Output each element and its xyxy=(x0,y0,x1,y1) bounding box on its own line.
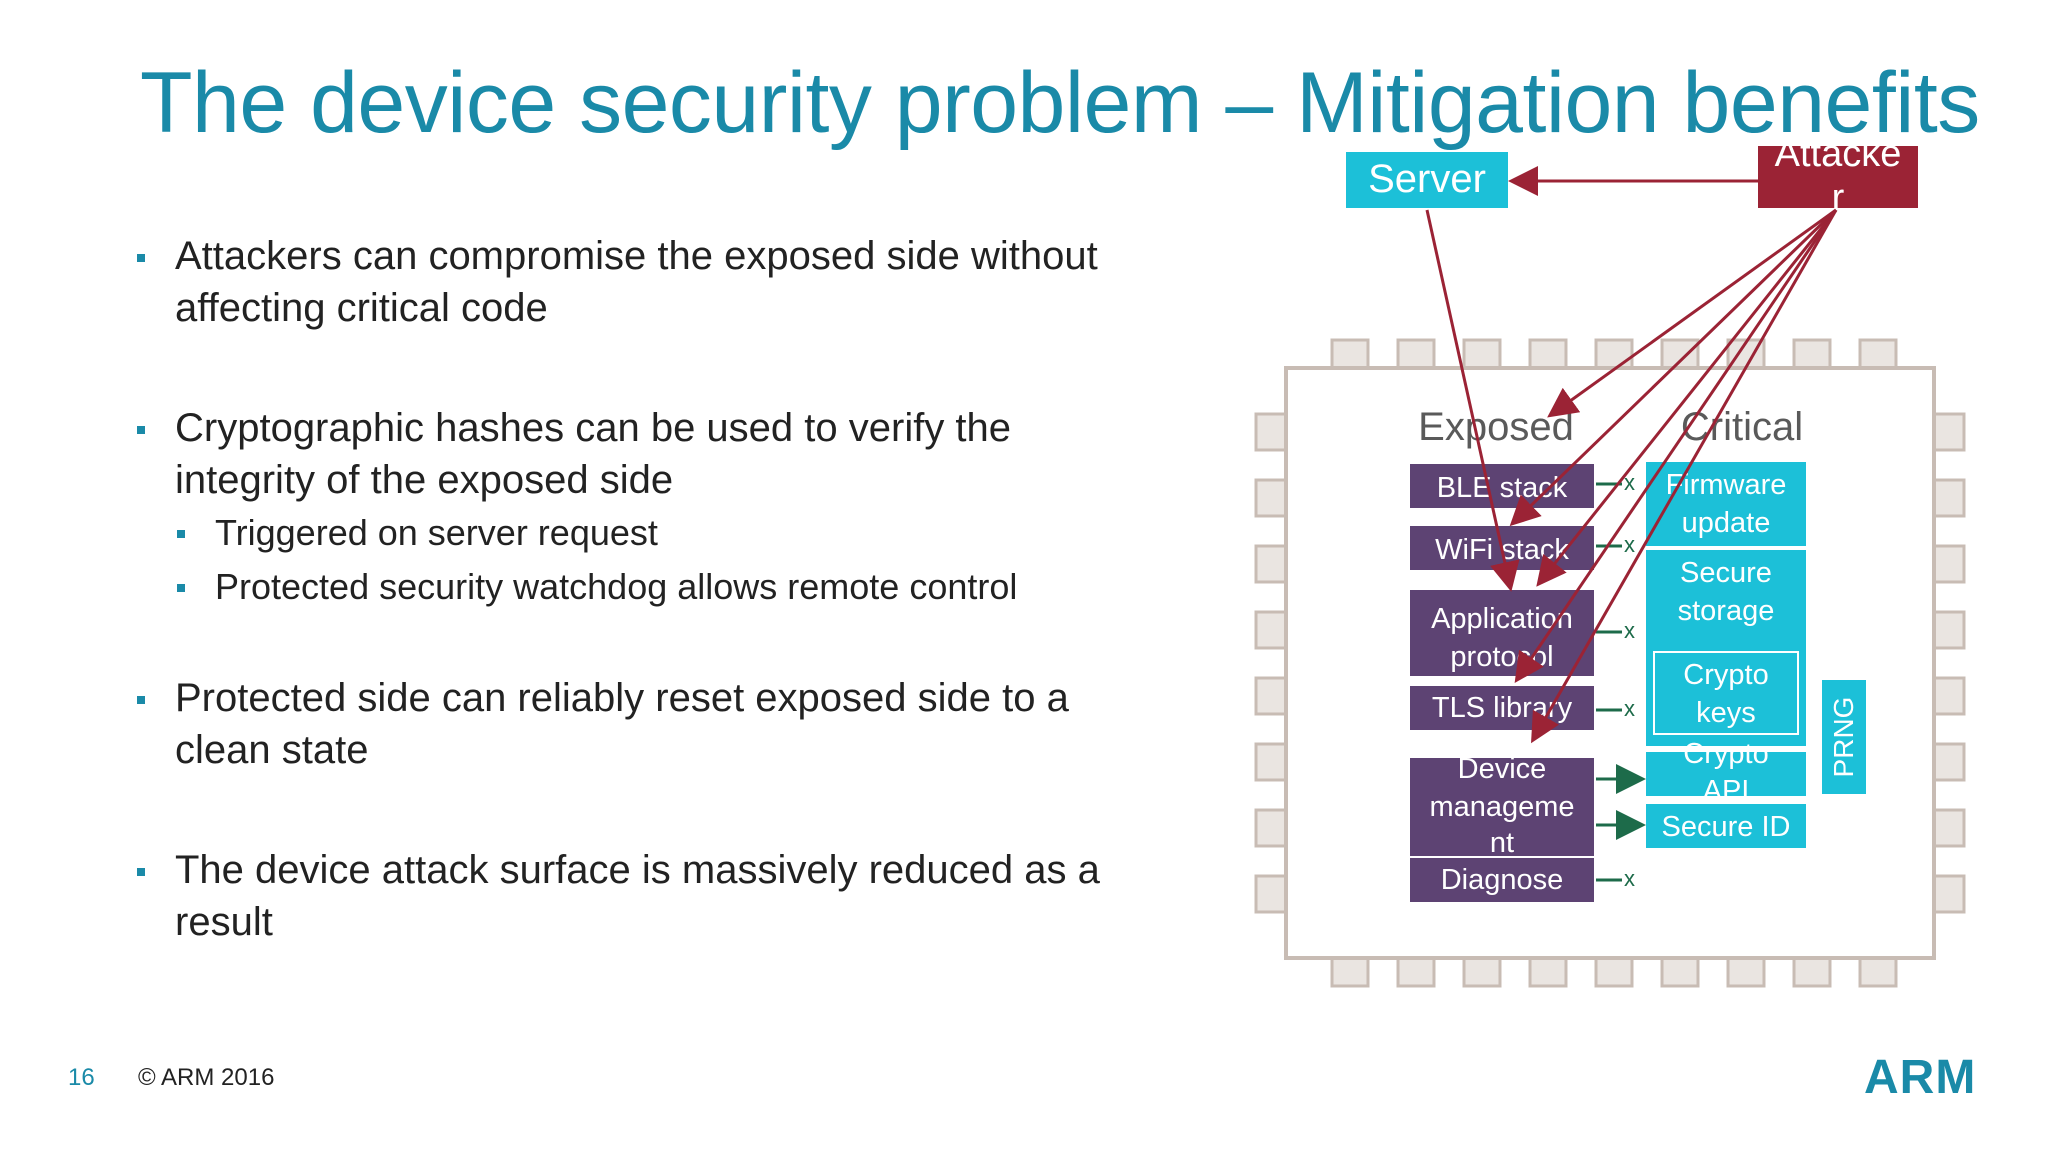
crypto-keys-block xyxy=(1653,651,1799,735)
ble-stack-label: BLE stack xyxy=(1437,472,1568,504)
secure-storage-line2: storage xyxy=(1678,595,1775,627)
secure-id-label: Secure ID xyxy=(1662,811,1791,843)
application-protocol-block xyxy=(1410,590,1594,676)
critical-blocks: Firmware update Secure storage Crypto ke… xyxy=(1646,462,1866,848)
chip-body xyxy=(1284,366,1936,960)
block-markers: x x x x x xyxy=(1624,470,1635,891)
device-management-line1: Device xyxy=(1458,753,1547,785)
chip-pins xyxy=(1254,338,1966,988)
crypto-api-line1: Crypto xyxy=(1683,738,1768,770)
attack-arrows xyxy=(1425,166,1838,744)
tls-library-block xyxy=(1410,686,1594,730)
bullet-3-line2: clean state xyxy=(175,728,369,772)
arm-logo: ARM xyxy=(1864,1051,1977,1104)
bullet-1-line1: Attackers can compromise the exposed sid… xyxy=(175,234,1098,278)
bullet-4-line2: result xyxy=(175,900,273,944)
bullet-2-line1: Cryptographic hashes can be used to veri… xyxy=(175,406,1012,450)
bullet-1: Attackers can compromise the exposed sid… xyxy=(135,230,1185,334)
secure-id-block xyxy=(1646,804,1806,848)
firmware-update-block xyxy=(1646,462,1806,546)
crypto-keys-line2: keys xyxy=(1696,697,1756,729)
attacker-box xyxy=(1758,146,1918,208)
crypto-api-line2: API xyxy=(1703,775,1750,807)
block-marker-tls: x xyxy=(1624,696,1635,721)
bullet-3: Protected side can reliably reset expose… xyxy=(135,672,1185,776)
device-management-line3: nt xyxy=(1490,827,1514,859)
allowed-links xyxy=(1596,764,1646,840)
server-box xyxy=(1346,152,1508,208)
device-management-block xyxy=(1410,758,1594,856)
slide-title: The device security problem – Mitigation… xyxy=(140,55,1980,151)
prng-block xyxy=(1822,680,1866,794)
prng-label: PRNG xyxy=(1828,697,1859,778)
secure-storage-line1: Secure xyxy=(1680,557,1772,589)
attacker-label-line2: r xyxy=(1832,177,1845,219)
bullet-4-line1: The device attack surface is massively r… xyxy=(175,848,1100,892)
crypto-keys-line1: Crypto xyxy=(1683,659,1768,691)
bullet-2-line2: integrity of the exposed side xyxy=(175,458,674,502)
block-marker-wifi: x xyxy=(1624,532,1635,557)
block-marker-diag: x xyxy=(1624,866,1635,891)
diagnose-label: Diagnose xyxy=(1441,864,1564,896)
diagnose-block xyxy=(1410,858,1594,902)
secure-storage-block xyxy=(1646,550,1806,746)
exposed-heading: Exposed xyxy=(1418,405,1574,449)
critical-heading: Critical xyxy=(1681,405,1803,449)
bullet-4: The device attack surface is massively r… xyxy=(135,844,1185,948)
server-label: Server xyxy=(1368,157,1486,201)
ble-stack-block xyxy=(1410,464,1594,508)
exposed-blocks: BLE stack WiFi stack Application protoco… xyxy=(1410,464,1594,902)
device-management-line2: manageme xyxy=(1429,791,1574,823)
attacker-label-line1: Attacke xyxy=(1775,133,1902,175)
copyright: © ARM 2016 xyxy=(138,1064,275,1091)
block-marker-app: x xyxy=(1624,618,1635,643)
firmware-update-line2: update xyxy=(1682,507,1771,539)
crypto-api-block xyxy=(1646,752,1806,796)
bullet-3-line1: Protected side can reliably reset expose… xyxy=(175,676,1069,720)
bullet-list: Attackers can compromise the exposed sid… xyxy=(135,230,1185,948)
bullet-2: Cryptographic hashes can be used to veri… xyxy=(135,402,1185,506)
bullet-1-line2: affecting critical code xyxy=(175,286,548,330)
page-number: 16 xyxy=(68,1064,95,1091)
block-marker-ble: x xyxy=(1624,470,1635,495)
sub-bullet-2: Protected security watchdog allows remot… xyxy=(135,560,1185,614)
sub-bullet-1: Triggered on server request xyxy=(135,506,1185,560)
